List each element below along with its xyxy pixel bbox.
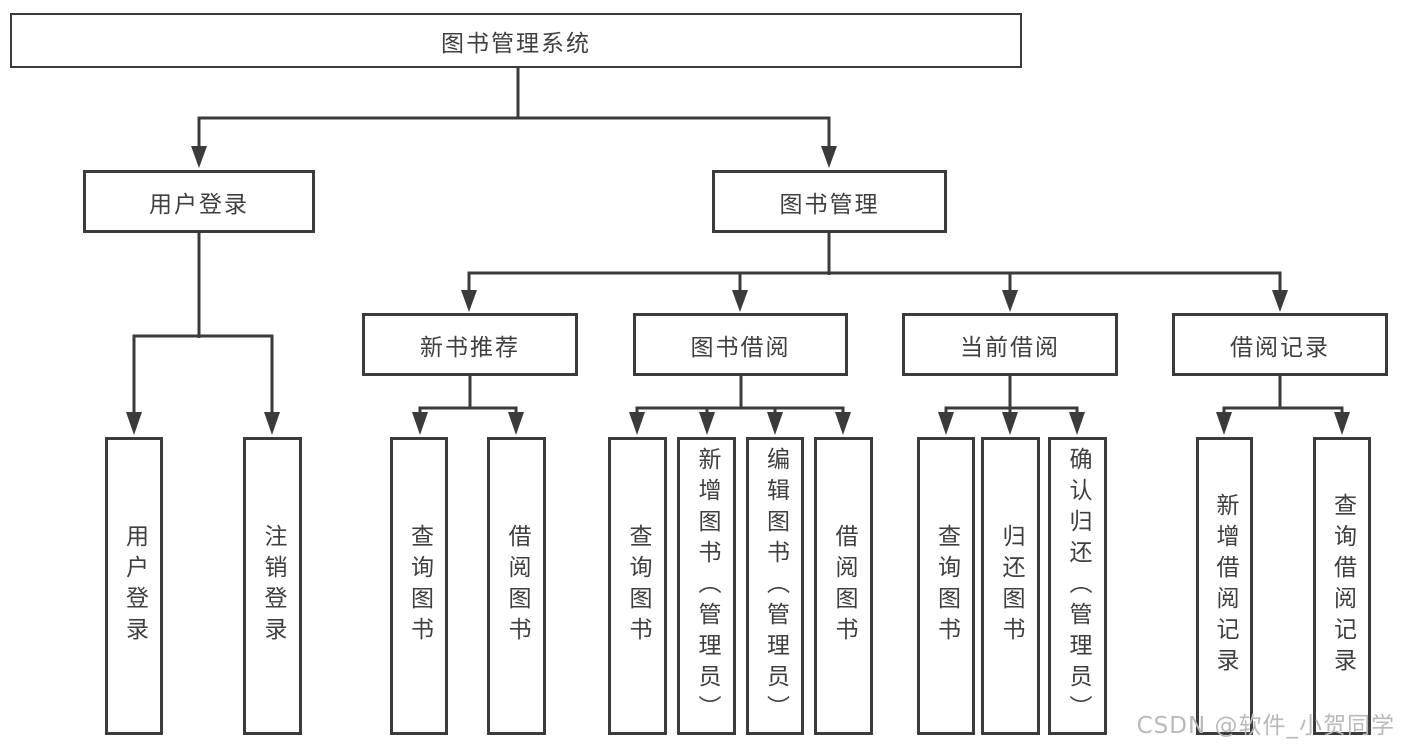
arrowhead-c2 — [699, 412, 715, 435]
node-root: 图书管理系统 — [10, 13, 1022, 68]
arrowhead-book-borrow — [732, 290, 748, 312]
leaf-query-books-3: 查询图书 — [917, 437, 975, 735]
arrowhead-e1 — [1216, 412, 1232, 435]
leaf-edit-books-admin: 编辑图书（管理员） — [746, 437, 804, 735]
leaf-confirm-return-admin: 确认归还（管理员） — [1048, 437, 1107, 735]
connector-new-book-branch — [418, 406, 518, 414]
arrowhead-d3 — [1069, 412, 1085, 435]
arrowhead-c1 — [629, 412, 645, 435]
arrowhead-borrow-records — [1272, 290, 1288, 312]
leaf-add-books-admin: 新增图书（管理员） — [677, 437, 736, 735]
arrowhead-b2 — [508, 412, 524, 435]
connector-book-borrow-branch — [635, 406, 845, 414]
node-user-login: 用户登录 — [83, 170, 315, 233]
leaf-query-books-2: 查询图书 — [608, 437, 667, 735]
arrowhead-leaf-user-login — [126, 412, 142, 435]
arrowhead-new-book — [461, 290, 477, 312]
node-borrowing-records: 借阅记录 — [1172, 313, 1388, 376]
node-book-management: 图书管理 — [712, 170, 947, 233]
node-current-borrowing: 当前借阅 — [902, 313, 1118, 376]
connector-level2-branch — [197, 116, 831, 151]
leaf-query-borrow-record: 查询借阅记录 — [1313, 437, 1371, 735]
arrowhead-e2 — [1334, 412, 1350, 435]
leaf-user-login: 用户登录 — [105, 437, 163, 735]
connector-level3-branch — [467, 271, 1282, 292]
leaf-return-books: 归还图书 — [981, 437, 1040, 735]
leaf-query-books: 查询图书 — [390, 437, 448, 735]
node-book-borrowing: 图书借阅 — [633, 313, 848, 376]
leaf-borrow-books: 借阅图书 — [487, 437, 546, 735]
arrowhead-d2 — [1002, 412, 1018, 435]
arrowhead-current-borrow — [1002, 290, 1018, 312]
arrowhead-b1 — [412, 412, 428, 435]
arrowhead-d1 — [938, 412, 954, 435]
arrowhead-c3 — [767, 412, 783, 435]
leaf-logout-login: 注销登录 — [243, 437, 302, 735]
leaf-borrow-books-2: 借阅图书 — [814, 437, 873, 735]
arrowhead-user-login — [191, 146, 207, 168]
watermark: CSDN @软件_小贺同学 — [1136, 713, 1395, 739]
arrowhead-c4 — [835, 412, 851, 435]
leaf-add-borrow-record: 新增借阅记录 — [1196, 437, 1253, 735]
connector-user-login-branch — [132, 334, 274, 414]
connector-borrow-records-branch — [1222, 406, 1344, 414]
node-new-book-recommendation: 新书推荐 — [362, 313, 578, 376]
arrowhead-leaf-logout — [264, 412, 280, 435]
arrowhead-book-management — [821, 146, 837, 168]
